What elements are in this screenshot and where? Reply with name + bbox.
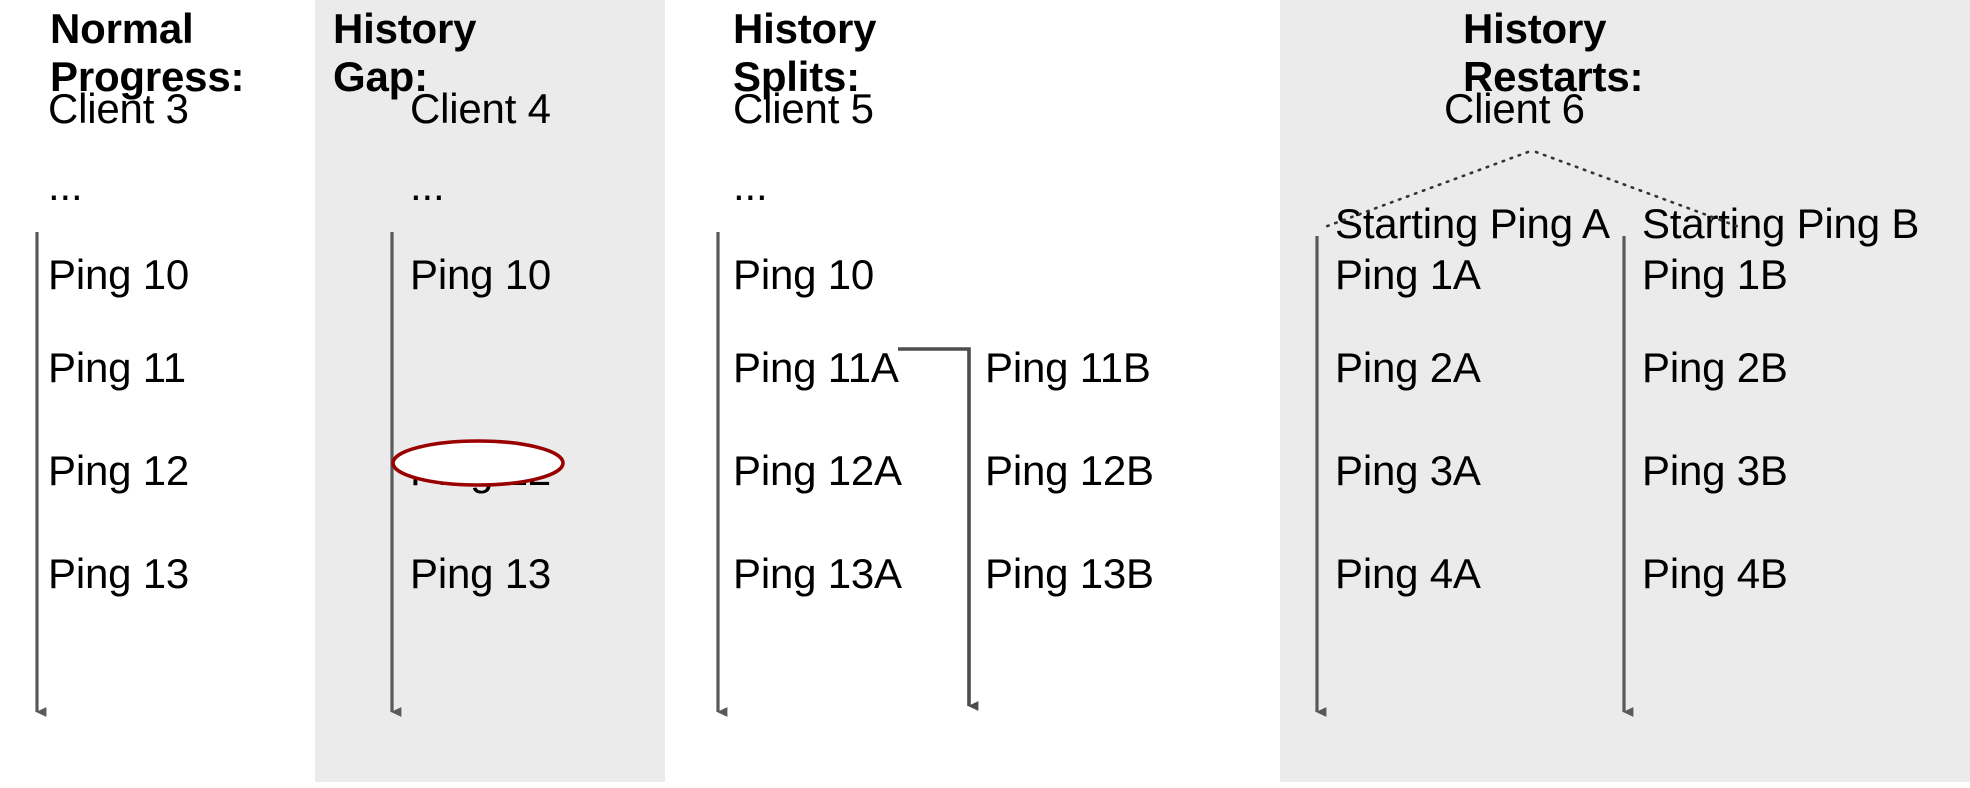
ping-label: Ping 1B bbox=[1642, 251, 1788, 298]
column-normal-progress: Normal Progress: Client 3 ... Ping 10 Pi… bbox=[0, 0, 315, 788]
starting-ping-label-b: Starting Ping B bbox=[1642, 200, 1920, 247]
ping-label: Ping 12 bbox=[48, 447, 190, 494]
column-band-normal-progress bbox=[0, 0, 315, 782]
ping-label: Ping 10 bbox=[410, 251, 552, 298]
column-band-history-gap bbox=[315, 0, 665, 782]
column-header-history-gap: History Gap: bbox=[333, 5, 477, 100]
ping-label: Ping 11 bbox=[48, 344, 186, 391]
client-label-history-gap: Client 4 bbox=[410, 85, 551, 132]
ping-label: Ping 13B bbox=[985, 550, 1154, 597]
column-history-restarts: History Restarts: Client 6 Starting Ping… bbox=[1280, 0, 1970, 788]
ping-label: Ping 13 bbox=[48, 550, 190, 597]
ping-label: Ping 10 bbox=[48, 251, 190, 298]
ellipsis-history-gap: ... bbox=[410, 162, 445, 209]
ping-label: Ping 12B bbox=[985, 447, 1154, 494]
column-header-normal-progress: Normal Progress: bbox=[50, 5, 245, 100]
ping-label: Ping 12A bbox=[733, 447, 902, 494]
client-label-history-splits: Client 5 bbox=[733, 85, 874, 132]
ping-label: Ping 3B bbox=[1642, 447, 1788, 494]
ellipsis-history-splits: ... bbox=[733, 162, 768, 209]
client-label-history-restarts: Client 6 bbox=[1444, 85, 1585, 132]
column-history-gap: History Gap: Client 4 ... Ping 10 Ping 1… bbox=[315, 0, 665, 788]
ping-label: Ping 4B bbox=[1642, 550, 1788, 597]
ellipsis-normal-progress: ... bbox=[48, 162, 83, 209]
ping-label: Ping 11A bbox=[733, 344, 899, 391]
column-header-history-restarts: History Restarts: bbox=[1463, 5, 1644, 100]
column-header-history-splits: History Splits: bbox=[733, 5, 877, 100]
ping-label: Ping 2A bbox=[1335, 344, 1481, 391]
ping-label: Ping 1A bbox=[1335, 251, 1481, 298]
ping-label: Ping 3A bbox=[1335, 447, 1481, 494]
ping-label: Ping 12 bbox=[410, 447, 552, 494]
ping-label: Ping 10 bbox=[733, 251, 875, 298]
ping-label: Ping 11B bbox=[985, 344, 1151, 391]
starting-ping-label-a: Starting Ping A bbox=[1335, 200, 1610, 247]
column-band-history-splits bbox=[665, 0, 1280, 782]
ping-label: Ping 13A bbox=[733, 550, 902, 597]
column-history-splits: History Splits: Client 5 ... Ping 10 Pin… bbox=[665, 0, 1280, 788]
ping-label: Ping 2B bbox=[1642, 344, 1788, 391]
client-label-normal-progress: Client 3 bbox=[48, 85, 189, 132]
ping-label: Ping 13 bbox=[410, 550, 552, 597]
ping-label: Ping 4A bbox=[1335, 550, 1481, 597]
